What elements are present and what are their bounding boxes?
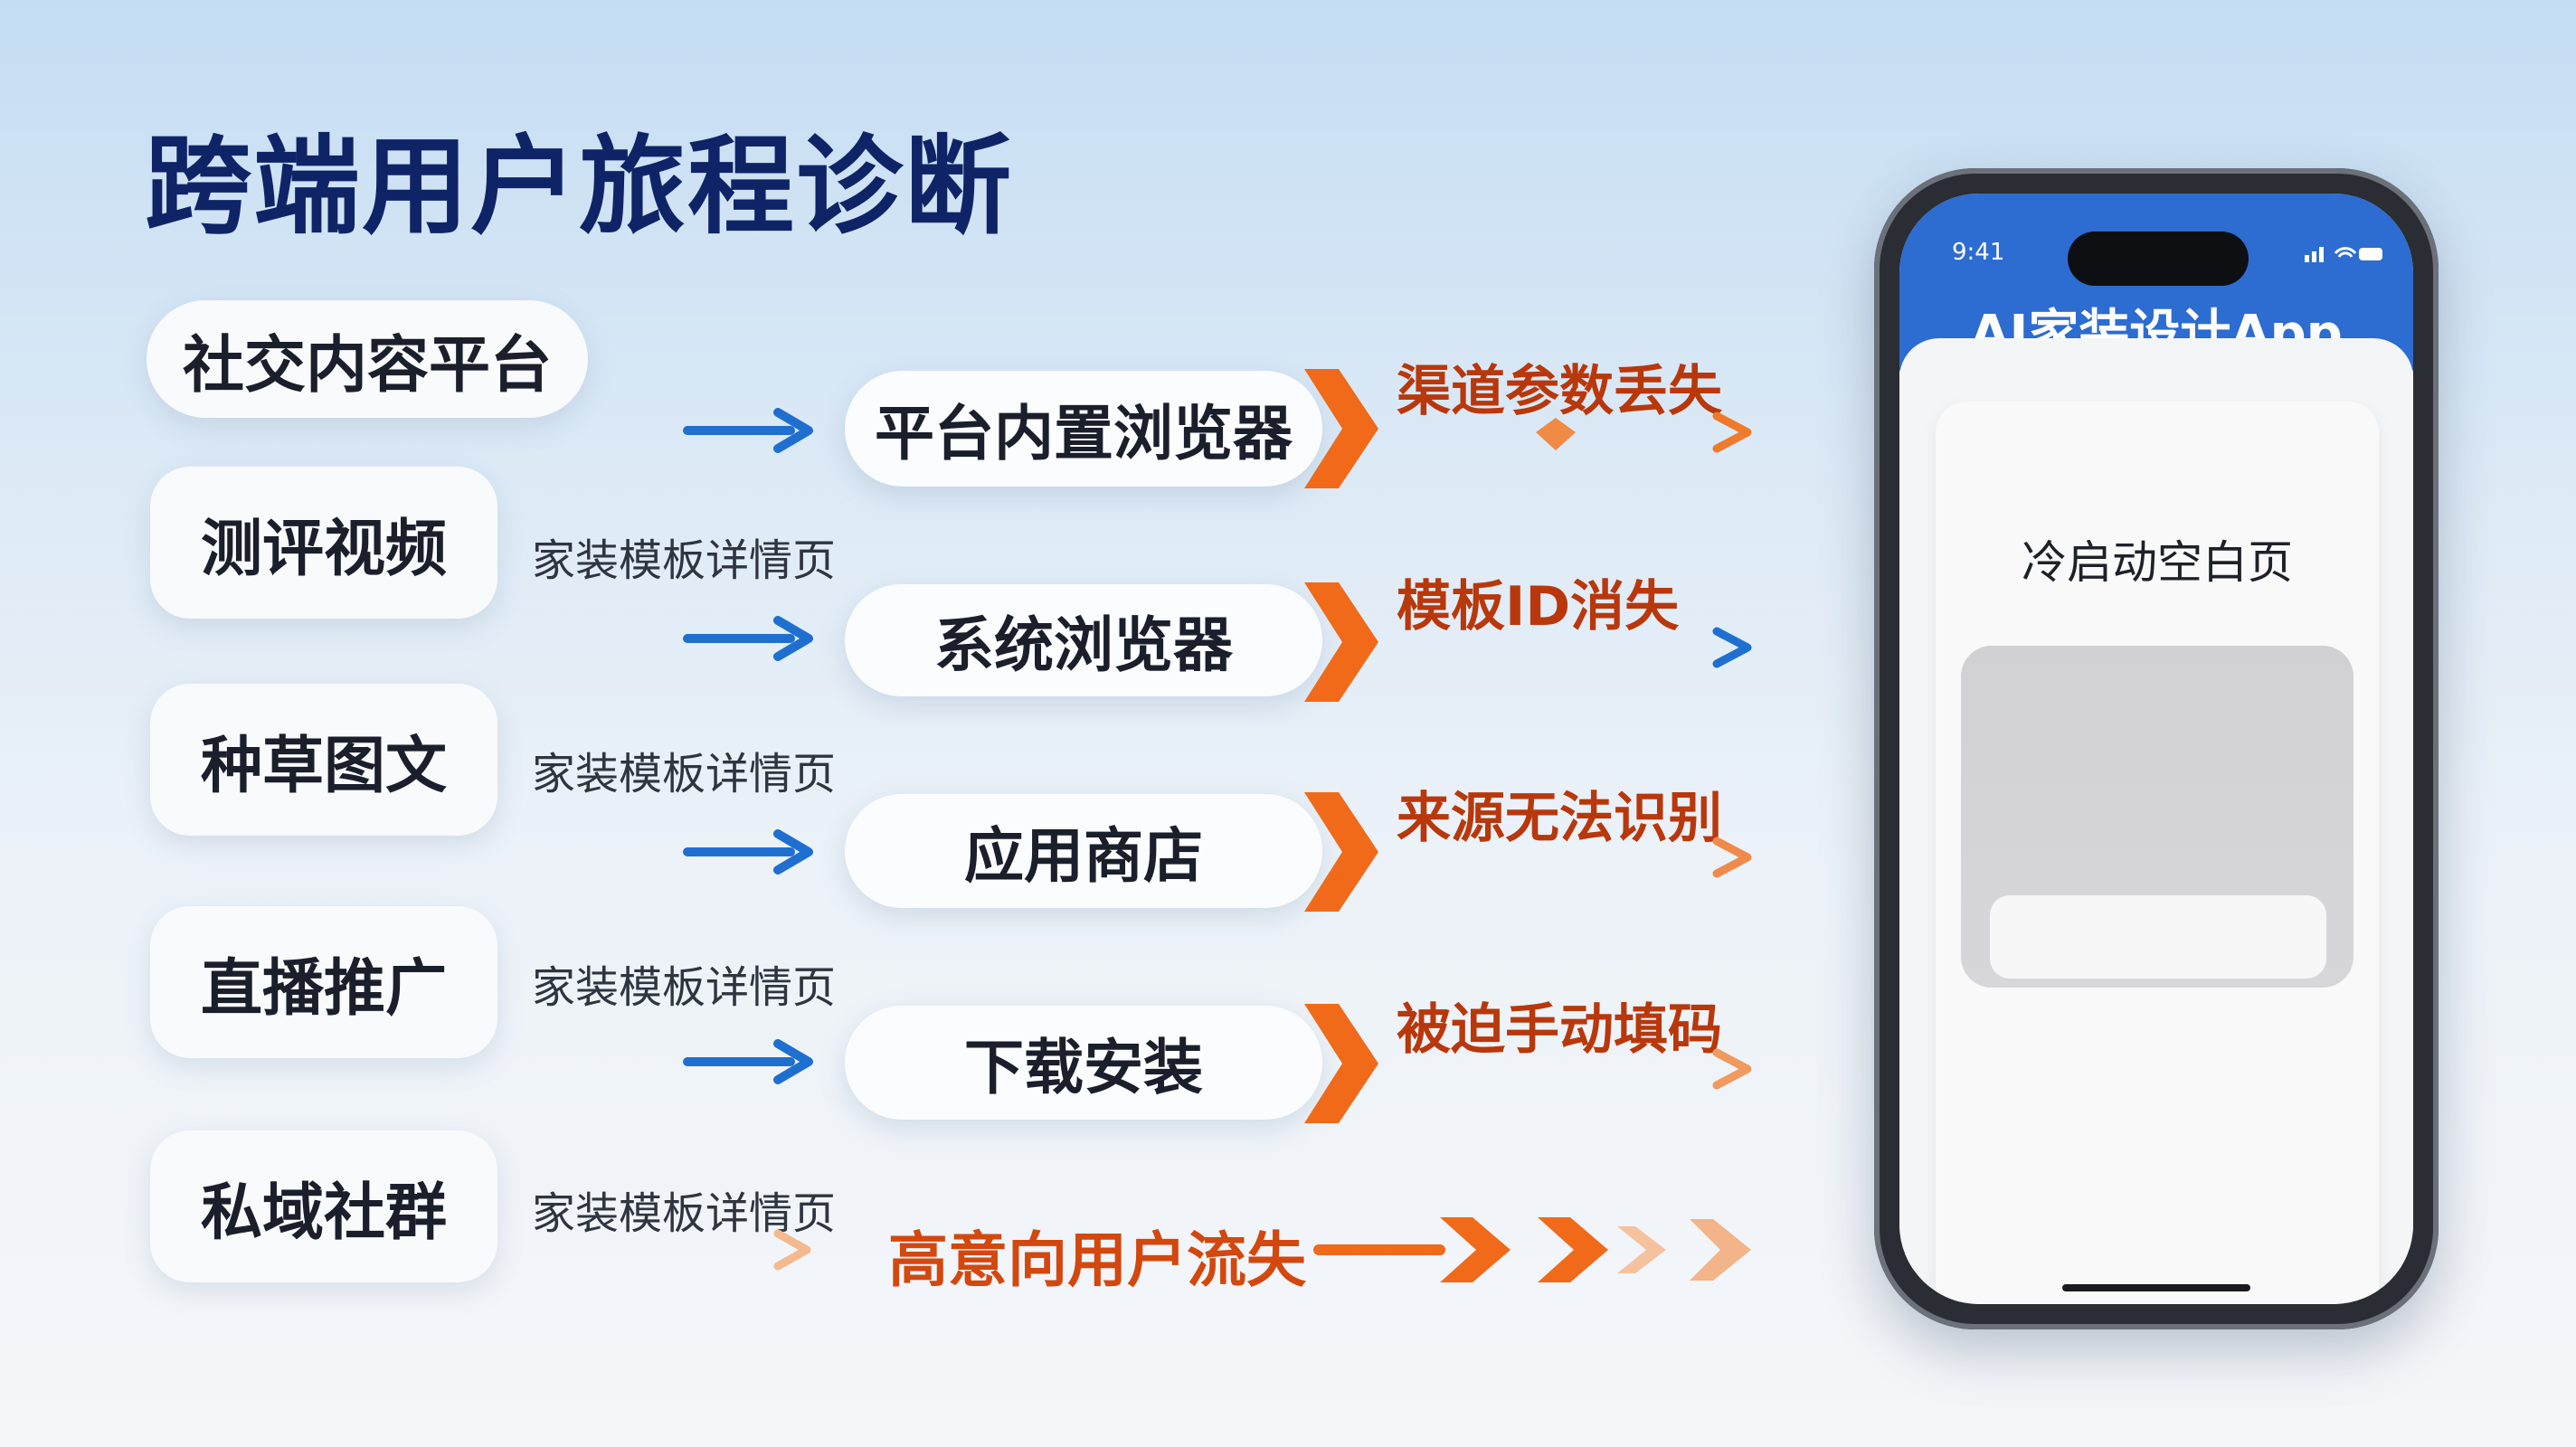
- empty-placeholder: [1961, 646, 2353, 988]
- chevron-right-icon: [1617, 1226, 1666, 1273]
- wifi-icon: [2334, 247, 2357, 258]
- channel-in-app-browser: 平台内置浏览器: [845, 371, 1322, 487]
- status-icons: [2305, 247, 2382, 262]
- dynamic-island: [2068, 232, 2249, 286]
- failure-label-params-lost: 渠道参数丢失: [1397, 360, 1722, 423]
- source-review-video: 测评视频: [150, 467, 497, 619]
- detail-page-label: 家装模板详情页: [532, 1188, 837, 1239]
- failure-label-manual-code: 被迫手动填码: [1397, 998, 1722, 1062]
- source-seeding-post: 种草图文: [150, 684, 497, 836]
- failure-label-source-unknown: 来源无法识别: [1397, 787, 1722, 850]
- chevron-right-icon: [1304, 369, 1378, 488]
- fading-arrow-orange: [1399, 837, 1752, 878]
- status-time: 9:41: [1952, 239, 2005, 266]
- flow-arrow-faded: [538, 1229, 811, 1271]
- loss-chevrons: [1313, 1217, 1751, 1282]
- source-live-promo: 直播推广: [150, 906, 497, 1058]
- flow-arrow-blue: [683, 408, 813, 453]
- channel-app-store: 应用商店: [845, 794, 1322, 908]
- fading-arrow-blue: [1399, 627, 1752, 668]
- flow-arrow-blue: [683, 1039, 813, 1084]
- battery-icon: [2359, 248, 2382, 260]
- cold-start-card: 冷启动空白页: [1936, 402, 2379, 1304]
- phone-mockup: 9:41 AI家装设计App 冷启动空白页: [1874, 168, 2439, 1329]
- chevron-right-icon: [1690, 1219, 1751, 1281]
- app-content: 冷启动空白页: [1899, 338, 2413, 1304]
- empty-placeholder-bar: [1990, 895, 2326, 979]
- fading-arrow-orange: [1399, 1048, 1752, 1090]
- source-social-platform: 社交内容平台: [147, 300, 588, 418]
- chevron-right-icon: [1304, 582, 1378, 702]
- chevron-right-icon: [1304, 792, 1378, 912]
- page-title: 跨端用户旅程诊断: [145, 124, 1014, 249]
- channel-download-install: 下载安装: [845, 1006, 1322, 1120]
- user-loss-label: 高意向用户流失: [888, 1225, 1306, 1295]
- phone-screen: 9:41 AI家装设计App 冷启动空白页: [1899, 194, 2413, 1304]
- detail-page-label: 家装模板详情页: [532, 749, 837, 799]
- detail-page-label: 家装模板详情页: [532, 535, 837, 586]
- channel-system-browser: 系统浏览器: [845, 584, 1322, 696]
- source-private-community: 私域社群: [150, 1130, 497, 1282]
- chevron-right-icon: [1538, 1217, 1608, 1282]
- chevron-right-icon: [1440, 1217, 1511, 1282]
- failure-label-template-id-lost: 模板ID消失: [1397, 575, 1680, 638]
- flow-arrow-blue: [683, 829, 813, 875]
- detail-page-label: 家装模板详情页: [532, 962, 837, 1013]
- cold-start-label: 冷启动空白页: [2022, 536, 2293, 589]
- chevron-right-icon: [1304, 1004, 1378, 1123]
- home-indicator: [2062, 1284, 2250, 1291]
- broken-arrow-orange: [1399, 411, 1752, 453]
- flow-arrow-blue: [683, 616, 813, 661]
